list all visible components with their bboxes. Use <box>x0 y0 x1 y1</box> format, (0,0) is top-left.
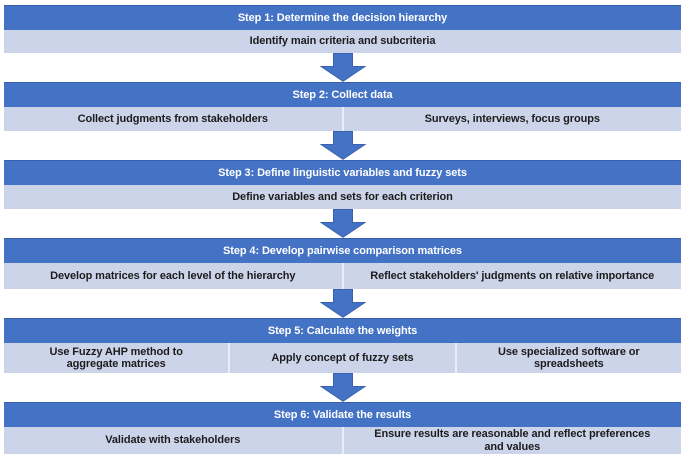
step-1-cell: Identify main criteria and subcriteria <box>249 35 436 48</box>
step-1-header: Step 1: Determine the decision hierarchy <box>4 5 681 30</box>
step-4-header: Step 4: Develop pairwise comparison matr… <box>4 238 681 263</box>
step-4-cell: Develop matrices for each level of the h… <box>50 269 296 282</box>
step-6-cell: Ensure results are reasonable and reflec… <box>341 427 682 454</box>
step-5-row: Use Fuzzy AHP method to aggregate matric… <box>4 343 681 373</box>
connector-2 <box>4 131 681 160</box>
step-3-cell: Define variables and sets for each crite… <box>232 190 453 203</box>
step-3-header: Step 3: Define linguistic variables and … <box>4 160 681 185</box>
step-6-section: Step 6: Validate the results Validate wi… <box>4 402 681 454</box>
step-2-cell: Collect judgments from stakeholders <box>77 112 268 125</box>
down-arrow-icon <box>319 53 366 82</box>
step-6-row: Validate with stakeholders Ensure result… <box>4 427 681 454</box>
down-arrow-icon <box>319 209 366 238</box>
connector-1 <box>4 53 681 82</box>
connector-3 <box>4 209 681 238</box>
step-5-cell: Use Fuzzy AHP method to aggregate matric… <box>49 345 183 371</box>
step-5-cell: Apply concept of fuzzy sets <box>228 343 454 373</box>
step-4-cell: Reflect stakeholders' judgments on relat… <box>341 263 682 289</box>
step-6-header: Step 6: Validate the results <box>4 402 681 427</box>
step-5-section: Step 5: Calculate the weights Use Fuzzy … <box>4 318 681 373</box>
down-arrow-icon <box>319 289 366 318</box>
step-2-header: Step 2: Collect data <box>4 82 681 107</box>
step-2-section: Step 2: Collect data Collect judgments f… <box>4 82 681 131</box>
step-3-section: Step 3: Define linguistic variables and … <box>4 160 681 209</box>
step-6-cell: Validate with stakeholders <box>105 434 241 447</box>
connector-5 <box>4 373 681 402</box>
step-1-section: Step 1: Determine the decision hierarchy… <box>4 5 681 53</box>
step-1-row: Identify main criteria and subcriteria <box>4 30 681 53</box>
step-3-row: Define variables and sets for each crite… <box>4 185 681 209</box>
step-5-header: Step 5: Calculate the weights <box>4 318 681 343</box>
down-arrow-icon <box>319 373 366 402</box>
step-5-cell: Use specialized software or spreadsheets <box>454 343 681 373</box>
step-4-row: Develop matrices for each level of the h… <box>4 263 681 289</box>
down-arrow-icon <box>319 131 366 160</box>
step-2-cell: Surveys, interviews, focus groups <box>341 107 682 131</box>
connector-4 <box>4 289 681 318</box>
step-4-section: Step 4: Develop pairwise comparison matr… <box>4 238 681 289</box>
step-2-row: Collect judgments from stakeholders Surv… <box>4 107 681 131</box>
